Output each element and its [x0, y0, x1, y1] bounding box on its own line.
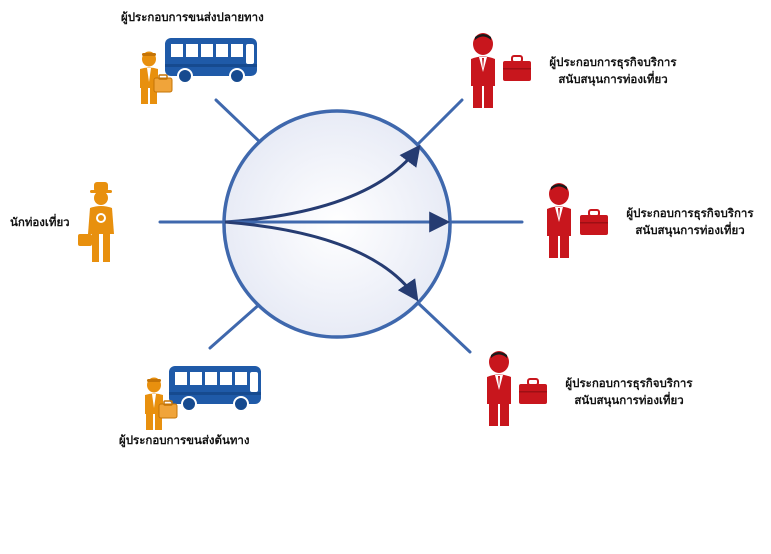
flow-arrows	[224, 144, 451, 302]
arrow-down	[224, 220, 419, 302]
support-business-label-middle: ผู้ประกอบการธุรกิจบริการ สนับสนุนการท่อง…	[615, 205, 765, 239]
bus-icon	[168, 365, 262, 412]
support-business-line2: สนับสนุนการท่องเที่ยว	[574, 393, 684, 407]
line-bottom-left	[208, 300, 264, 350]
tourist-label: นักท่องเที่ยว	[10, 215, 70, 229]
bus-icon	[164, 37, 258, 84]
support-business-line1: ผู้ประกอบการธุรกิจบริการ	[626, 206, 754, 220]
arrow-up	[224, 144, 421, 224]
origin-transport-label: ผู้ประกอบการขนส่งต้นทาง	[119, 433, 250, 447]
briefcase-icon	[579, 209, 609, 236]
briefcase-icon	[502, 55, 532, 82]
businessman-icon	[487, 351, 511, 426]
destination-transport-label: ผู้ประกอบการขนส่งปลายทาง	[121, 10, 264, 24]
line-bottom-right	[415, 300, 472, 354]
support-business-line2: สนับสนุนการท่องเที่ยว	[635, 223, 745, 237]
support-business-line1: ผู้ประกอบการธุรกิจบริการ	[565, 376, 693, 390]
line-top-right	[415, 98, 464, 147]
line-top-left	[214, 98, 264, 146]
support-business-line1: ผู้ประกอบการธุรกิจบริการ	[549, 55, 677, 69]
support-business-line2: สนับสนุนการท่องเที่ยว	[558, 72, 668, 86]
support-business-label-top: ผู้ประกอบการธุรกิจบริการ สนับสนุนการท่อง…	[538, 54, 688, 88]
support-business-label-bottom: ผู้ประกอบการธุรกิจบริการ สนับสนุนการท่อง…	[554, 375, 704, 409]
briefcase-icon	[518, 378, 548, 405]
businessman-icon	[471, 33, 495, 108]
connector-lines	[158, 98, 524, 354]
tourist-person-icon	[78, 182, 114, 262]
businessman-icon	[547, 183, 571, 258]
